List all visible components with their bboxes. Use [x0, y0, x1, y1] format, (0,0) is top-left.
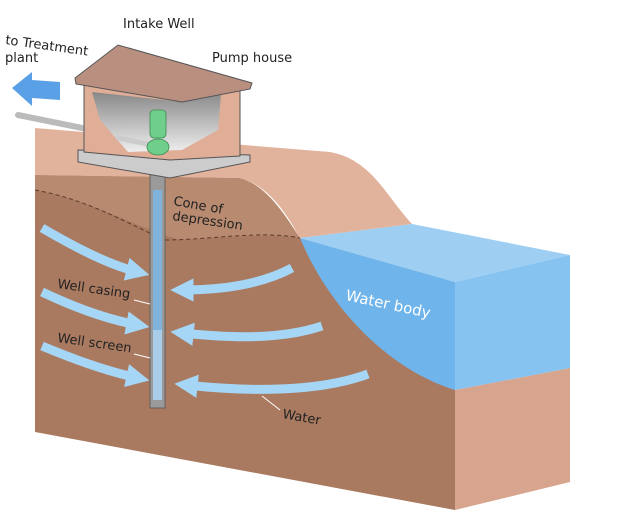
- water-leader: [261, 395, 281, 411]
- outlet-pipe: [15, 112, 95, 133]
- well-casing-leader: [133, 299, 151, 305]
- to-treatment-arrow: [12, 72, 60, 106]
- pump-pipe: [115, 135, 155, 148]
- soil-side-face: [455, 368, 570, 510]
- house-roof: [74, 44, 253, 103]
- flow-arrow: [40, 341, 150, 387]
- water-body-top: [300, 224, 570, 282]
- well-water-column: [153, 190, 162, 330]
- groundwater-flow-arrows: [39, 224, 370, 398]
- flow-arrow: [39, 224, 150, 281]
- water-body-front: [300, 238, 455, 390]
- soil-upper-layer: [35, 175, 300, 240]
- flow-arrow: [174, 369, 370, 398]
- flow-arrow: [170, 264, 295, 302]
- label-pump-house: Pump house: [212, 51, 292, 66]
- label-plant: plant: [5, 51, 38, 66]
- pump-motor: [149, 109, 167, 139]
- flow-arrow: [40, 287, 150, 335]
- label-water: Water: [281, 407, 322, 429]
- well-screen-leader: [133, 353, 151, 359]
- label-intake-well: Intake Well: [123, 17, 195, 32]
- pump-base: [146, 138, 170, 156]
- flow-arrow: [170, 321, 324, 346]
- well-screen-section: [153, 330, 162, 400]
- water-body-side: [455, 255, 570, 390]
